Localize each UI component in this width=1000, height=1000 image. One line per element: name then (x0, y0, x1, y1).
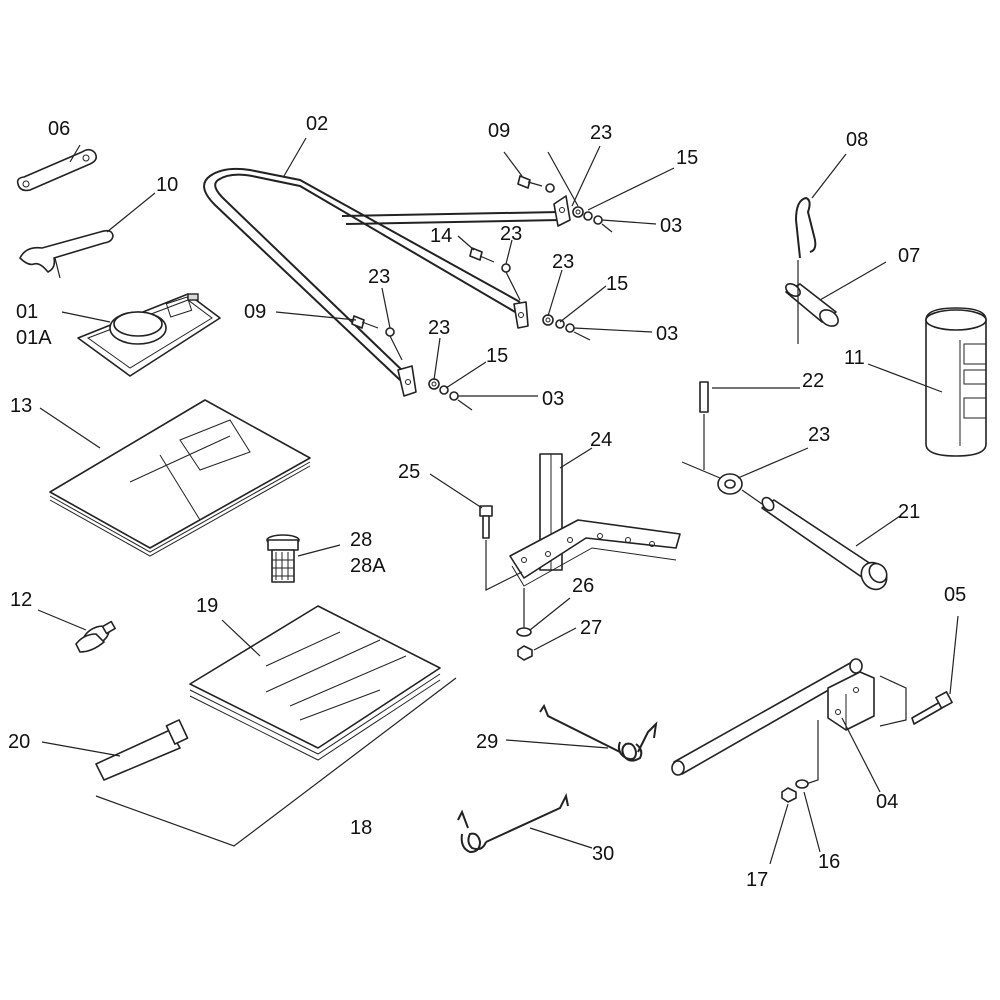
part-13-manual (39, 399, 311, 557)
part-06-spanner (16, 144, 97, 192)
callout-18: 18 (350, 817, 372, 839)
callout-09-top: 09 (488, 120, 510, 142)
part-26-27-washer-nut (516, 588, 577, 661)
callout-20: 20 (8, 731, 30, 753)
callout-23-left: 23 (368, 266, 390, 288)
callout-03-top: 03 (660, 215, 682, 237)
callout-15-mid: 15 (606, 273, 628, 295)
callout-16: 16 (818, 851, 840, 873)
part-25-bolt (429, 473, 523, 591)
callout-23-mid: 23 (500, 223, 522, 245)
part-24-stand (509, 447, 681, 587)
part-01-cup-kit (61, 293, 221, 377)
part-11-container (867, 307, 987, 457)
part-12-cap (37, 609, 116, 653)
part-08-r-clip (794, 153, 847, 259)
callout-07: 07 (898, 245, 920, 267)
callout-09-left: 09 (244, 301, 266, 323)
callout-23-right: 23 (552, 251, 574, 273)
callout-02: 02 (306, 113, 328, 135)
callout-23-washer: 23 (808, 424, 830, 446)
callout-11: 11 (844, 347, 865, 369)
callout-14: 14 (430, 225, 452, 247)
part-28-filter (266, 534, 341, 583)
callout-01: 01 (16, 301, 38, 323)
callout-25: 25 (398, 461, 420, 483)
callout-labels: 06 10 01 01A 13 28 28A 12 19 20 18 02 09… (8, 113, 966, 891)
callout-15-bottom: 15 (486, 345, 508, 367)
part-21-long-pin (681, 447, 901, 591)
part-29-spring (505, 703, 658, 762)
part-10-wrench (19, 192, 156, 279)
part-04-lever (671, 658, 881, 793)
part-02-frame (203, 137, 571, 397)
callout-08: 08 (846, 129, 868, 151)
callout-13: 13 (10, 395, 32, 417)
callout-03-bottom: 03 (542, 388, 564, 410)
callout-30: 30 (592, 843, 614, 865)
frame-fasteners (275, 145, 675, 411)
part-22-roll-pin (699, 381, 800, 470)
part-30-spring (457, 792, 593, 854)
part-19-bags (189, 605, 441, 761)
callout-21: 21 (898, 501, 920, 523)
callout-23-top: 23 (590, 122, 612, 144)
part-05-bolt (879, 615, 959, 727)
callout-05: 05 (944, 584, 966, 606)
callout-10: 10 (156, 174, 178, 196)
callout-28: 28 (350, 529, 372, 551)
callout-03-mid: 03 (656, 323, 678, 345)
callout-06: 06 (48, 118, 70, 140)
callout-26: 26 (572, 575, 594, 597)
callout-17: 17 (746, 869, 768, 891)
callout-23-bottom: 23 (428, 317, 450, 339)
callout-19: 19 (196, 595, 218, 617)
callout-27: 27 (580, 617, 602, 639)
callout-24: 24 (590, 429, 612, 451)
part-07-pin (785, 260, 887, 344)
callout-04: 04 (876, 791, 898, 813)
callout-28a: 28A (350, 555, 386, 577)
part-18-bracket (95, 677, 457, 847)
callout-12: 12 (10, 589, 32, 611)
callout-29: 29 (476, 731, 498, 753)
part-20-tube (41, 719, 189, 781)
part-16-17-nut-washer (769, 779, 821, 865)
callout-15-top: 15 (676, 147, 698, 169)
callout-01a: 01A (16, 327, 52, 349)
callout-22: 22 (802, 370, 824, 392)
